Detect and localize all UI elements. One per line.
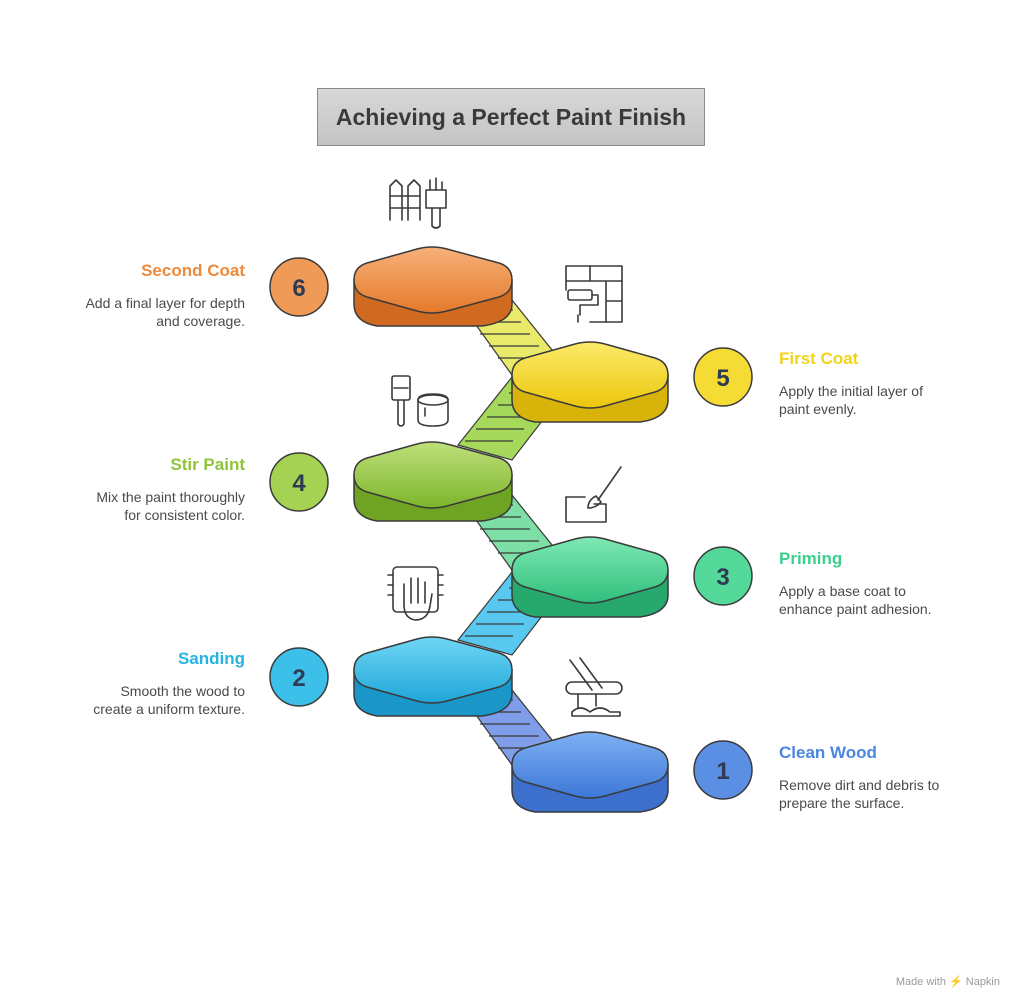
platform-2 xyxy=(353,636,513,717)
step-3-description: Apply a base coat to enhance paint adhes… xyxy=(779,582,969,618)
page-title: Achieving a Perfect Paint Finish xyxy=(335,103,687,130)
step-6-title: Second Coat xyxy=(141,261,245,280)
brush-and-can-icon xyxy=(391,375,449,427)
platform-1 xyxy=(511,731,669,813)
step-1-description: Remove dirt and debris to prepare the su… xyxy=(779,776,969,812)
step-1-desc-line1: Remove dirt and debris to xyxy=(779,777,940,793)
step-4-number: 4 xyxy=(292,470,306,497)
step-4-desc-line1: Mix the paint thoroughly xyxy=(96,489,245,505)
step-6-desc-line2: and coverage. xyxy=(156,313,245,329)
step-2-title: Sanding xyxy=(177,649,245,668)
platform-6 xyxy=(353,246,513,327)
cleaning-icon xyxy=(565,657,623,717)
napkin-credit: Made with ⚡ Napkin xyxy=(895,976,1000,988)
primer-brush-icon xyxy=(565,466,622,523)
fence-brush-icon xyxy=(389,177,447,229)
step-1-title: Clean Wood xyxy=(779,743,877,762)
step-6-description: Add a final layer for depth and coverage… xyxy=(55,294,245,330)
step-5-number: 5 xyxy=(716,365,729,392)
platform-3 xyxy=(511,536,669,618)
step-6-number: 6 xyxy=(292,275,305,302)
hand-sanding-icon xyxy=(387,566,444,621)
step-3-circle: 3 xyxy=(693,546,753,606)
step-5-circle: 5 xyxy=(693,347,753,407)
step-5-desc-line1: Apply the initial layer of xyxy=(779,383,923,399)
step-4-title: Stir Paint xyxy=(170,455,245,474)
step-3-desc-line2: enhance paint adhesion. xyxy=(779,601,932,617)
step-5-description: Apply the initial layer of paint evenly. xyxy=(779,382,969,418)
step-2-desc-line2: create a uniform texture. xyxy=(93,701,245,717)
step-3-title: Priming xyxy=(779,549,843,568)
platform-4 xyxy=(353,441,513,522)
step-2-desc-line1: Smooth the wood to xyxy=(120,683,245,699)
step-2-number: 2 xyxy=(292,665,305,692)
step-2-description: Smooth the wood to create a uniform text… xyxy=(55,682,245,718)
step-5-title: First Coat xyxy=(779,349,859,368)
step-4-desc-line2: for consistent color. xyxy=(124,507,245,523)
step-5-desc-line2: paint evenly. xyxy=(779,401,857,417)
title-box: Achieving a Perfect Paint Finish xyxy=(317,88,705,146)
step-1-circle: 1 xyxy=(693,740,753,800)
step-6-desc-line1: Add a final layer for depth xyxy=(85,295,245,311)
step-6-circle: 6 xyxy=(269,257,329,317)
paint-roller-wall-icon xyxy=(565,265,623,323)
platform-5 xyxy=(511,341,669,423)
step-2-circle: 2 xyxy=(269,647,329,707)
step-4-description: Mix the paint thoroughly for consistent … xyxy=(55,488,245,524)
step-3-number: 3 xyxy=(716,564,729,591)
step-1-number: 1 xyxy=(716,758,729,785)
step-3-desc-line1: Apply a base coat to xyxy=(779,583,906,599)
step-4-circle: 4 xyxy=(269,452,329,512)
step-1-desc-line2: prepare the surface. xyxy=(779,795,905,811)
